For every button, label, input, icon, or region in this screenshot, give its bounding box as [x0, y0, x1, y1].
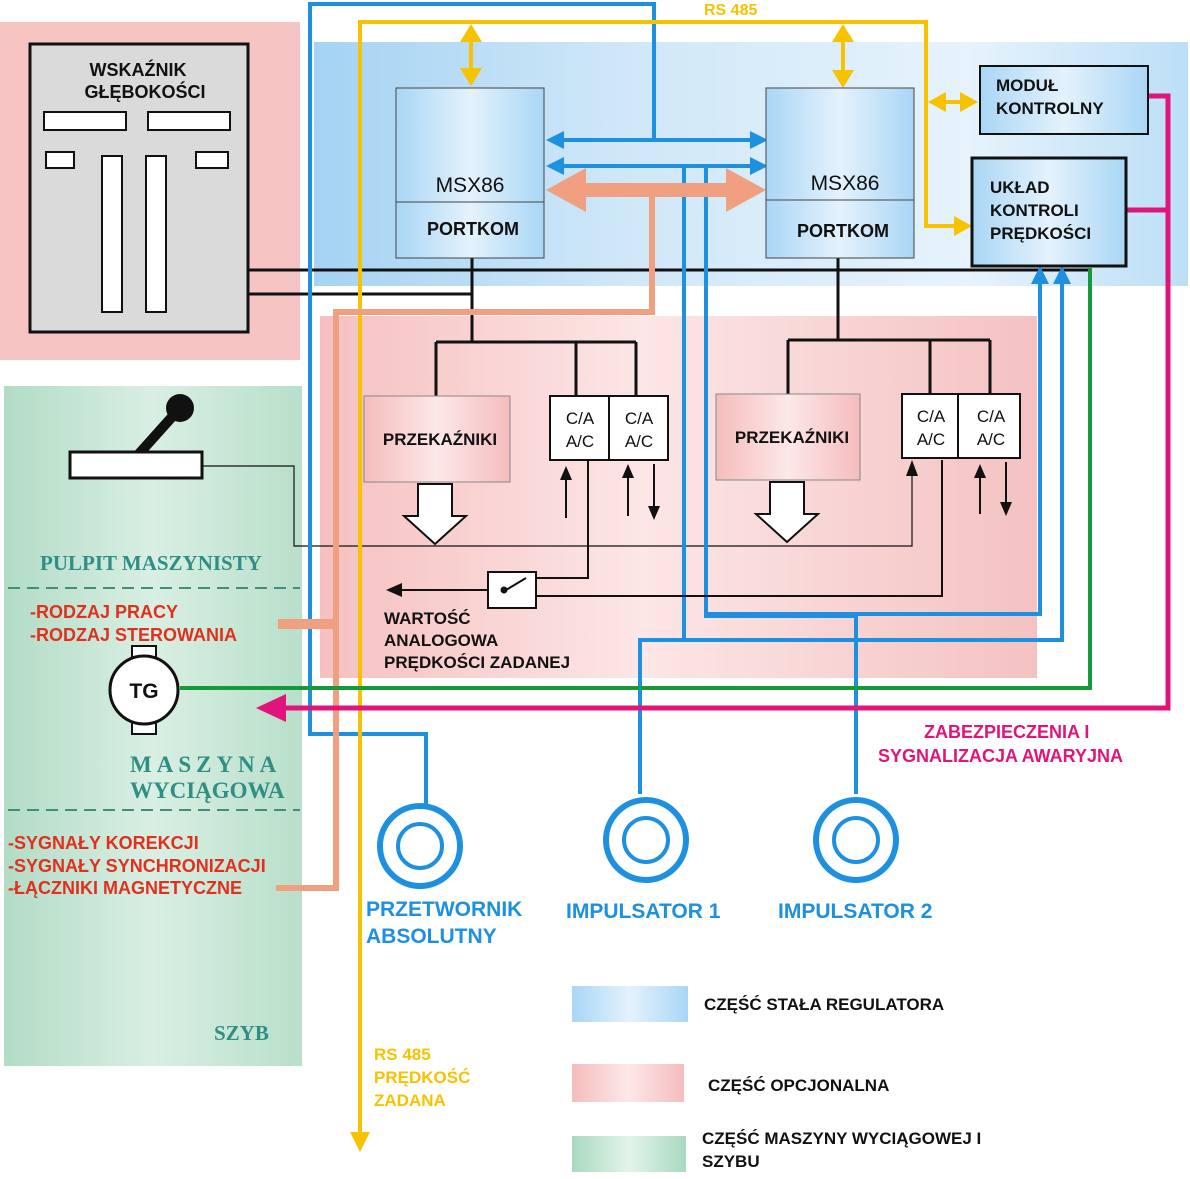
shaft-signal-1: -SYGNAŁY KOREKCJI: [8, 833, 199, 853]
legend-fixed-label: CZĘŚĆ STAŁA REGULATORA: [704, 995, 944, 1014]
impulsator-1-label: IMPULSATOR 1: [566, 900, 721, 923]
lever-wire: [202, 465, 913, 547]
control-module-label-2: KONTROLNY: [996, 99, 1104, 118]
protection-label-2: SYGNALIZACJA AWARYJNA: [878, 746, 1123, 766]
speed-control-label-1: UKŁAD: [990, 178, 1050, 197]
absolute-encoder-icon: [377, 803, 463, 889]
rs485-bottom-label-2: PRĘDKOŚĆ: [374, 1068, 470, 1087]
console-title: PULPIT MASZYNISTY: [40, 551, 262, 575]
legend-optional-label: CZĘŚĆ OPCJONALNA: [708, 1076, 889, 1095]
impulsator-2-label: IMPULSATOR 2: [778, 900, 932, 923]
salmon-lines: [276, 183, 740, 891]
machine-title-1: MASZYNA: [130, 752, 281, 777]
analog-label-2: ANALOGOWA: [384, 631, 498, 650]
legend-swatch-machine: [572, 1136, 686, 1172]
converter-2a-bottom: A/C: [917, 430, 945, 449]
relay-box-1: [363, 395, 511, 483]
converter-1b-bottom: A/C: [625, 432, 653, 451]
control-module-label-1: MODUŁ: [996, 76, 1058, 95]
absolute-encoder-label-2: ABSOLUTNY: [366, 925, 497, 948]
legend-machine-label-1: CZĘŚĆ MASZYNY WYCIĄGOWEJ I: [702, 1129, 981, 1148]
impulsator-1-icon: [603, 797, 689, 883]
controller-1-cpu: MSX86: [436, 174, 505, 197]
converter-2b-bottom: A/C: [977, 430, 1005, 449]
tg-label: TG: [129, 680, 158, 703]
controller-1: [395, 87, 545, 259]
converter-2b-top: C/A: [977, 407, 1006, 426]
relay-output-arrow-2: [753, 481, 821, 544]
protection-line: [282, 93, 1171, 711]
absolute-encoder-label-1: PRZETWORNIK: [366, 898, 522, 921]
depth-indicator: [28, 42, 250, 334]
blue-arrowheads: [546, 131, 1071, 284]
tachogenerator-icon: [108, 645, 180, 735]
converter-group-1: [549, 395, 669, 461]
rs485-top-label: RS 485: [704, 2, 757, 19]
depth-indicator-title-2: GŁĘBOKOŚCI: [84, 81, 205, 102]
speed-control-label-3: PRĘDKOŚCI: [990, 224, 1091, 243]
converter-io-arrows: [560, 462, 1012, 520]
analog-switch: [400, 460, 943, 609]
controller-2-port: PORTKOM: [797, 221, 889, 241]
lever-icon: [68, 394, 204, 480]
shaft-signal-2: -SYGNAŁY SYNCHRONIZACJI: [8, 856, 266, 876]
converter-2a-top: C/A: [917, 407, 946, 426]
converter-1a-bottom: A/C: [566, 432, 594, 451]
console-item-2: -RODZAJ STEROWANIA: [30, 625, 237, 645]
controller-2: [765, 87, 915, 259]
protection-label-1: ZABEZPIECZENIA I: [924, 722, 1089, 742]
analog-output-arrow: [386, 583, 402, 597]
speed-control-label-2: KONTROLI: [990, 201, 1079, 220]
control-module-box: [979, 65, 1149, 135]
relay-box-2: [715, 393, 861, 481]
legend-machine-label-2: SZYBU: [702, 1152, 760, 1171]
converter-1b-top: C/A: [625, 409, 654, 428]
rs485-bottom-label-1: RS 485: [374, 1045, 431, 1064]
relay-2-label: PRZEKAŹNIKI: [735, 428, 849, 447]
protection-arrow: [256, 694, 286, 722]
speed-control-box: [970, 156, 1128, 268]
salmon-arrowheads: [546, 168, 766, 212]
lever-wire-arrow: [906, 460, 918, 476]
console-item-1: -RODZAJ PRACY: [30, 602, 178, 622]
depth-indicator-title-1: WSKAŹNIK: [90, 59, 187, 80]
rs485-lines: [358, 20, 962, 1132]
legend-swatch-fixed: [572, 986, 688, 1022]
shaft-title: SZYB: [214, 1021, 269, 1045]
machine-title-2: WYCIĄGOWA: [130, 778, 285, 803]
relay-1-label: PRZEKAŹNIKI: [383, 430, 497, 449]
controller-1-port: PORTKOM: [427, 219, 519, 239]
relay-output-arrow-1: [401, 483, 469, 546]
tacho-line: [180, 268, 1092, 690]
blue-lines: [308, 2, 1064, 804]
rs485-arrowheads: [350, 24, 978, 1152]
converter-group-2: [901, 393, 1021, 459]
legend-swatch-optional: [572, 1064, 684, 1102]
analog-label-1: WARTOŚĆ: [384, 609, 471, 628]
shaft-signal-3: -ŁĄCZNIKI MAGNETYCZNE: [8, 878, 242, 898]
impulsator-2-icon: [813, 797, 899, 883]
converter-1a-top: C/A: [566, 409, 595, 428]
controller-2-cpu: MSX86: [811, 172, 880, 195]
analog-label-3: PRĘDKOŚCI ZADANEJ: [384, 653, 570, 672]
rs485-bottom-label-3: ZADANA: [374, 1091, 446, 1110]
